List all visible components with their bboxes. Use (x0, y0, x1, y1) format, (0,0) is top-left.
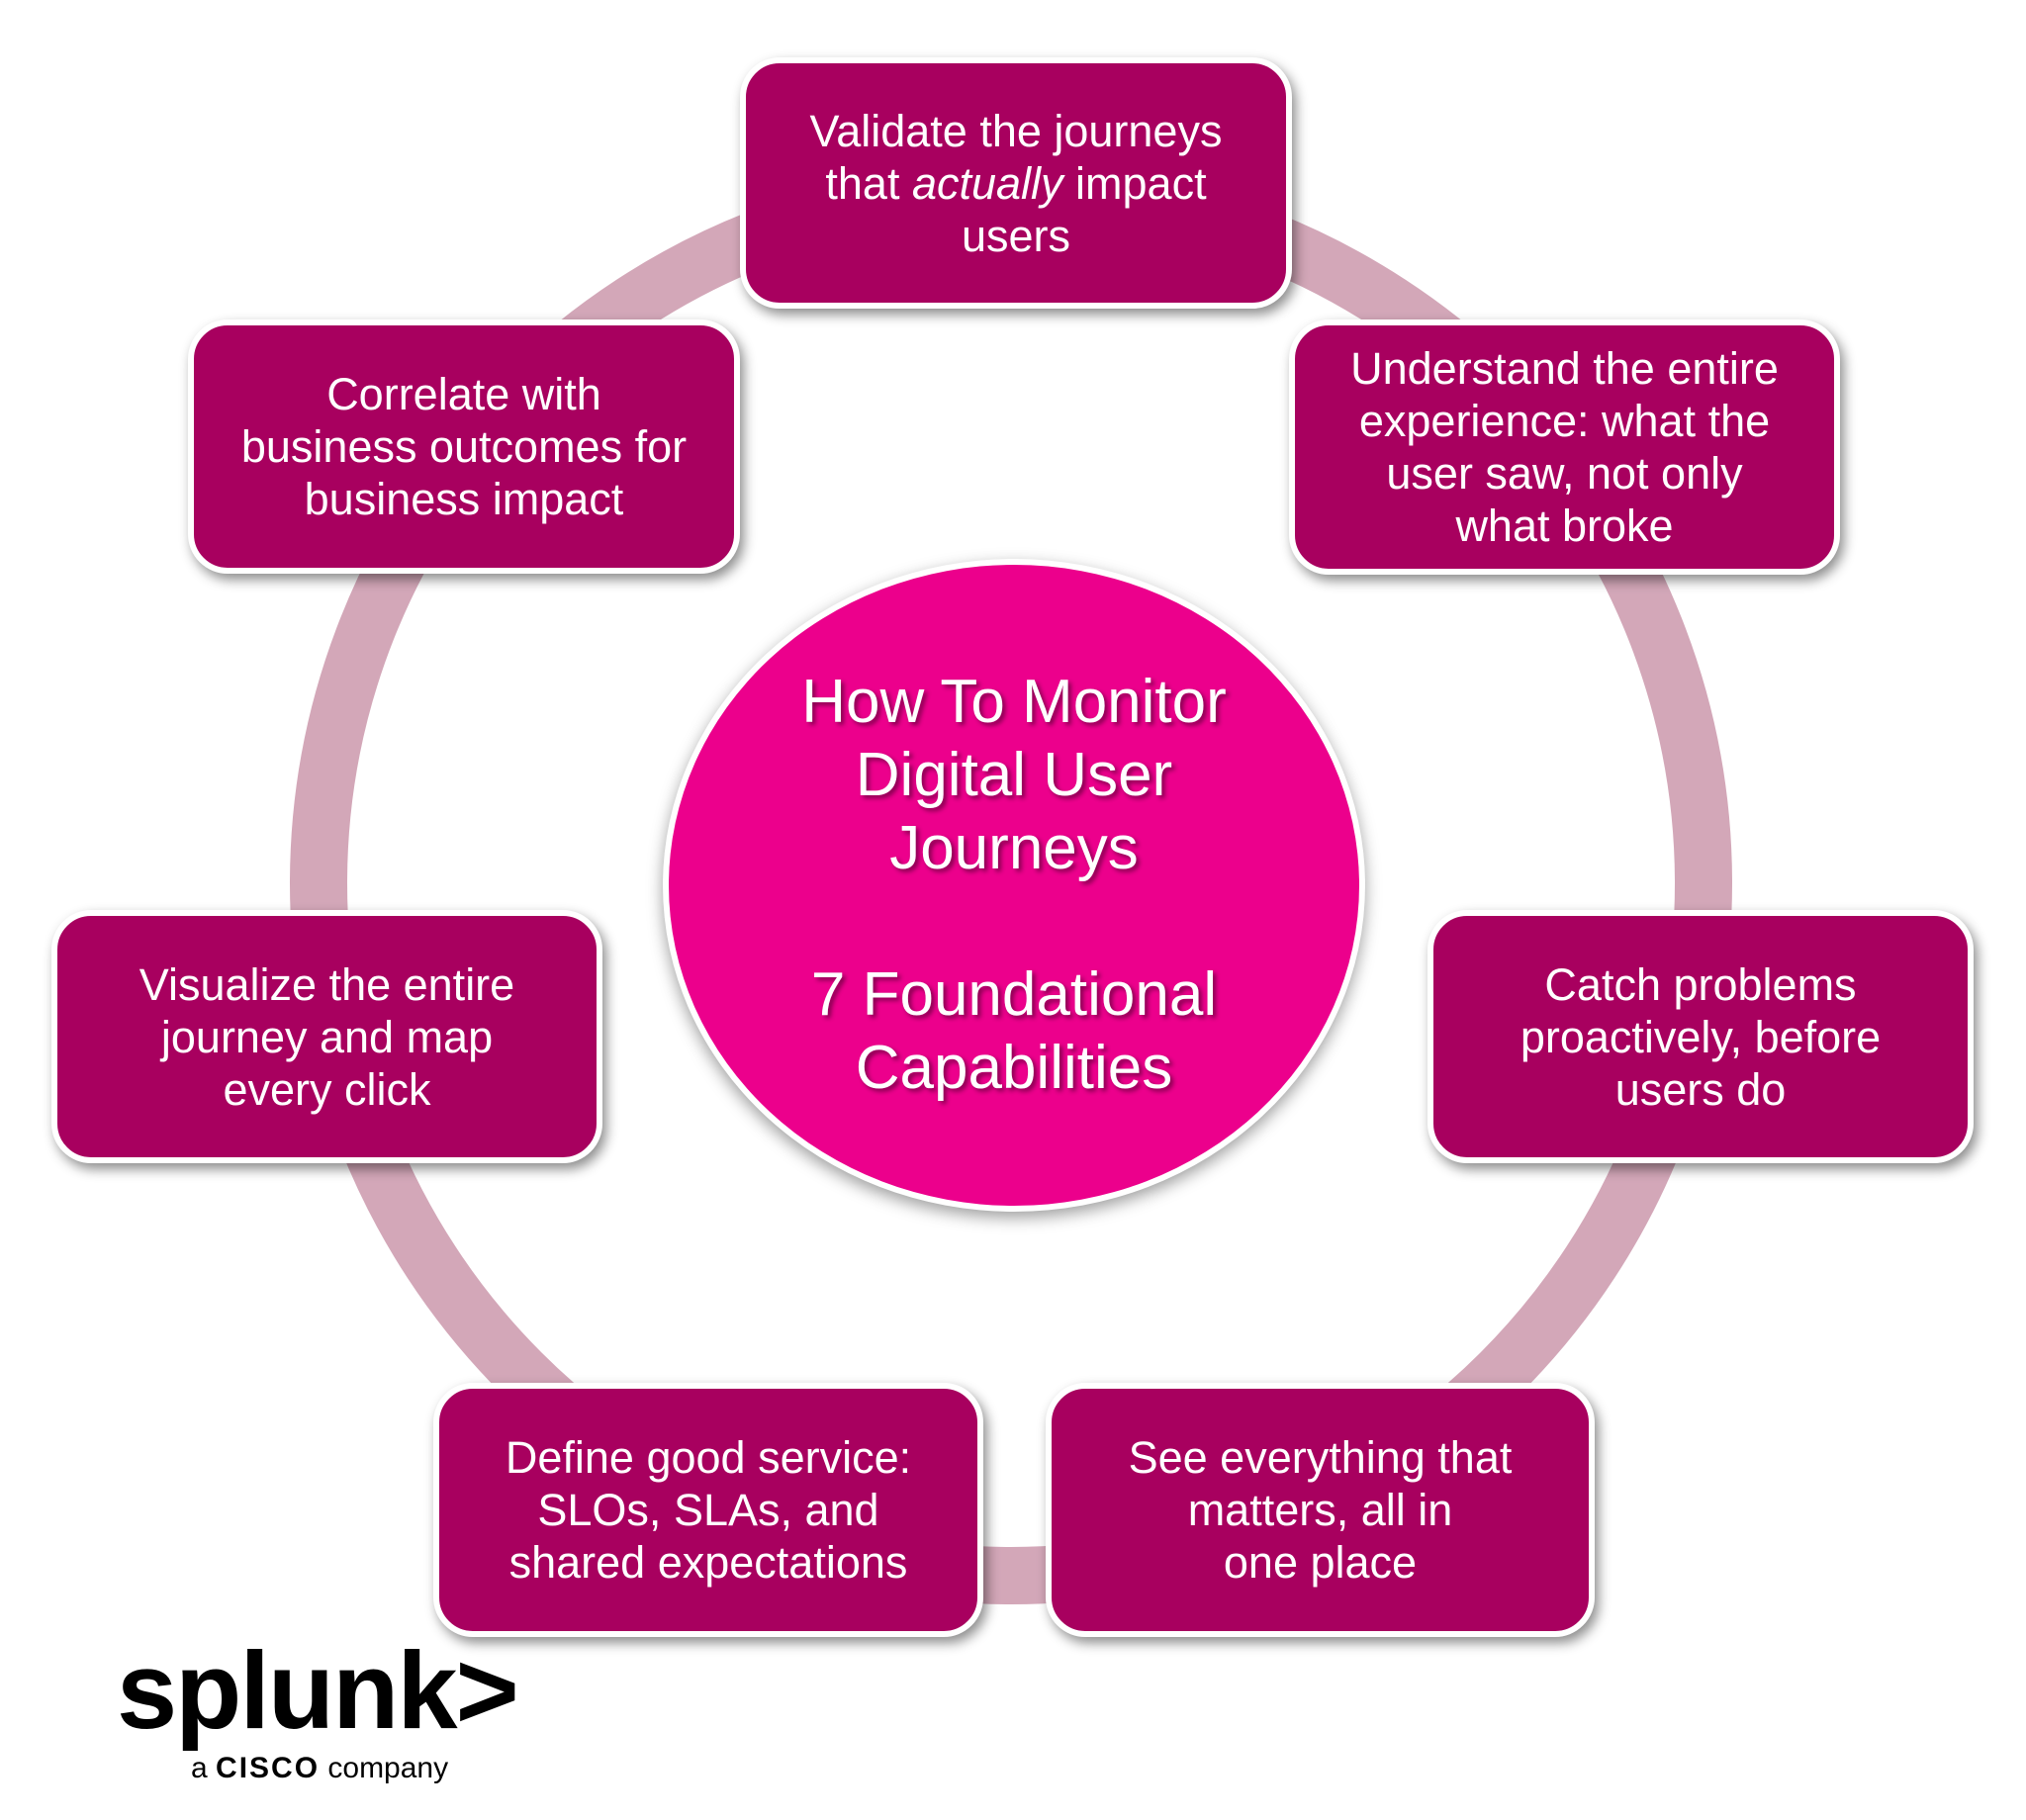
center-title-line: Journeys (889, 814, 1139, 882)
capability-catch-problems: Catch problems proactively, before users… (1427, 910, 1974, 1163)
center-subtitle-line: Capabilities (855, 1034, 1173, 1102)
box-text-line: experience: what the (1358, 396, 1771, 446)
box-text-line: business impact (304, 474, 624, 524)
box-text-line: Define good service: (505, 1432, 912, 1483)
logo-tag-prefix: a (191, 1752, 217, 1784)
box-text-line: Correlate with (326, 369, 601, 419)
box-text-line: Validate the journeys (809, 105, 1223, 156)
capability-visualize-journey: Visualize the entire journey and map eve… (51, 910, 602, 1163)
box-text-line: that actually impact (825, 157, 1207, 209)
capability-correlate-outcomes: Correlate with business outcomes for bus… (188, 319, 740, 574)
box-text-line: every click (223, 1063, 431, 1115)
logo-tag-suffix: company (320, 1752, 449, 1784)
box-text-line: one place (1223, 1537, 1418, 1588)
box-text-line: journey and map (160, 1011, 494, 1062)
center-title-line: Digital User (855, 741, 1173, 809)
box-text-line: business outcomes for (240, 421, 688, 472)
box-text-line: See everything that (1128, 1432, 1513, 1483)
box-text-line: proactively, before (1520, 1011, 1882, 1062)
box-text-line: what broke (1455, 500, 1674, 551)
center-circle: How To Monitor Digital User Journeys 7 F… (663, 559, 1365, 1212)
logo-tagline: a CISCO company (191, 1752, 493, 1785)
box-text-line: users do (1614, 1063, 1787, 1115)
splunk-logo: splunk> a CISCO company (117, 1630, 519, 1785)
capability-validate-journeys: Validate the journeys that actually impa… (740, 57, 1292, 309)
capability-understand-experience: Understand the entire experience: what t… (1289, 319, 1840, 575)
box-text-line: users (961, 210, 1071, 261)
capability-see-everything: See everything that matters, all in one … (1046, 1383, 1595, 1637)
logo-wordmark: splunk> (117, 1630, 519, 1752)
box-text-line: matters, all in (1187, 1485, 1453, 1535)
center-title-line: How To Monitor (801, 668, 1227, 736)
box-text-line: Visualize the entire (138, 958, 515, 1010)
logo-tag-brand: CISCO (216, 1752, 321, 1784)
box-text-line: Understand the entire (1350, 343, 1779, 394)
box-text-line: shared expectations (508, 1537, 908, 1588)
box-text-line: Catch problems (1544, 958, 1857, 1010)
box-text-line: SLOs, SLAs, and (537, 1485, 879, 1535)
center-subtitle-line: 7 Foundational (810, 960, 1218, 1029)
capability-define-service: Define good service: SLOs, SLAs, and sha… (433, 1383, 983, 1637)
box-text-line: user saw, not only (1386, 448, 1743, 499)
